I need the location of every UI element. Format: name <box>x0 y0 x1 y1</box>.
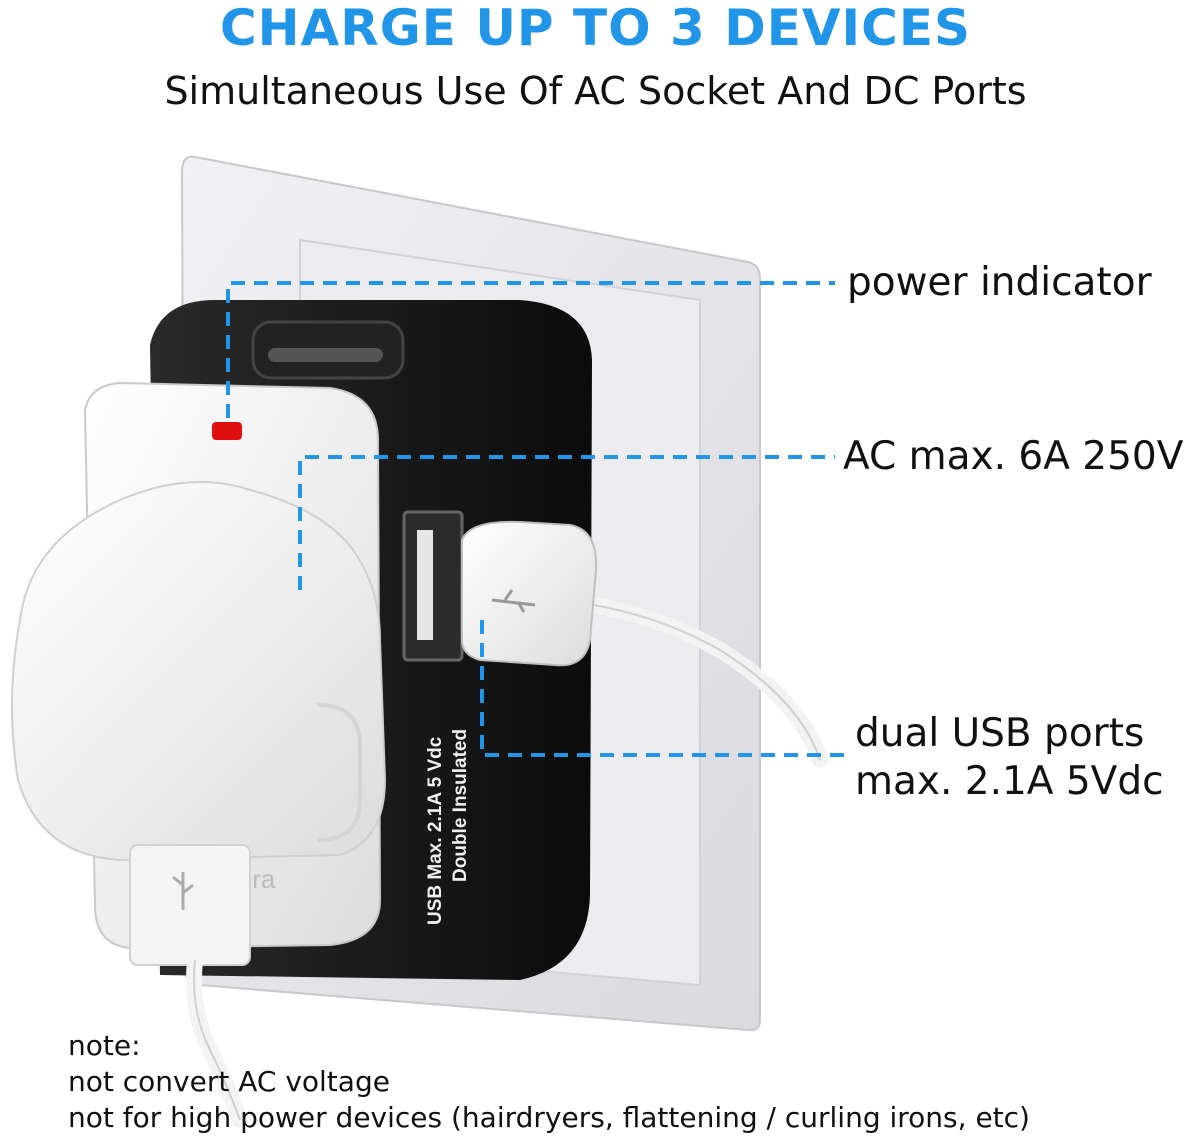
note-label: note: <box>68 1029 141 1062</box>
power-indicator-leader <box>226 281 835 418</box>
uk-plug <box>10 481 387 966</box>
power-indicator-led <box>212 422 242 440</box>
note-line-1: not convert AC voltage <box>68 1065 390 1098</box>
callout-ac-rating: AC max. 6A 250V <box>843 434 1184 479</box>
usb-symbol-icon <box>491 589 536 613</box>
usb-port-group <box>402 510 464 662</box>
callout-usb-line1: dual USB ports <box>855 711 1145 756</box>
ac-rating-leader <box>298 455 835 590</box>
callout-usb-line2: max. 2.1A 5Vdc <box>855 759 1164 804</box>
note-line-2: not for high power devices (hairdryers, … <box>68 1101 1030 1134</box>
usb-plug-inserted <box>461 520 598 667</box>
usb-ports-leader <box>480 620 845 757</box>
subheadline: Simultaneous Use Of AC Socket And DC Por… <box>164 69 1027 113</box>
adapter-usb-rating: USB Max. 2.1A 5 Vdc <box>425 736 446 925</box>
callout-lines <box>226 281 845 757</box>
note-block: note: not convert AC voltage not for hig… <box>68 1028 1178 1136</box>
headline: CHARGE UP TO 3 DEVICES <box>219 0 972 57</box>
callout-power-indicator: power indicator <box>847 260 1152 305</box>
adapter-insulation-label: Double Insulated <box>450 729 471 882</box>
